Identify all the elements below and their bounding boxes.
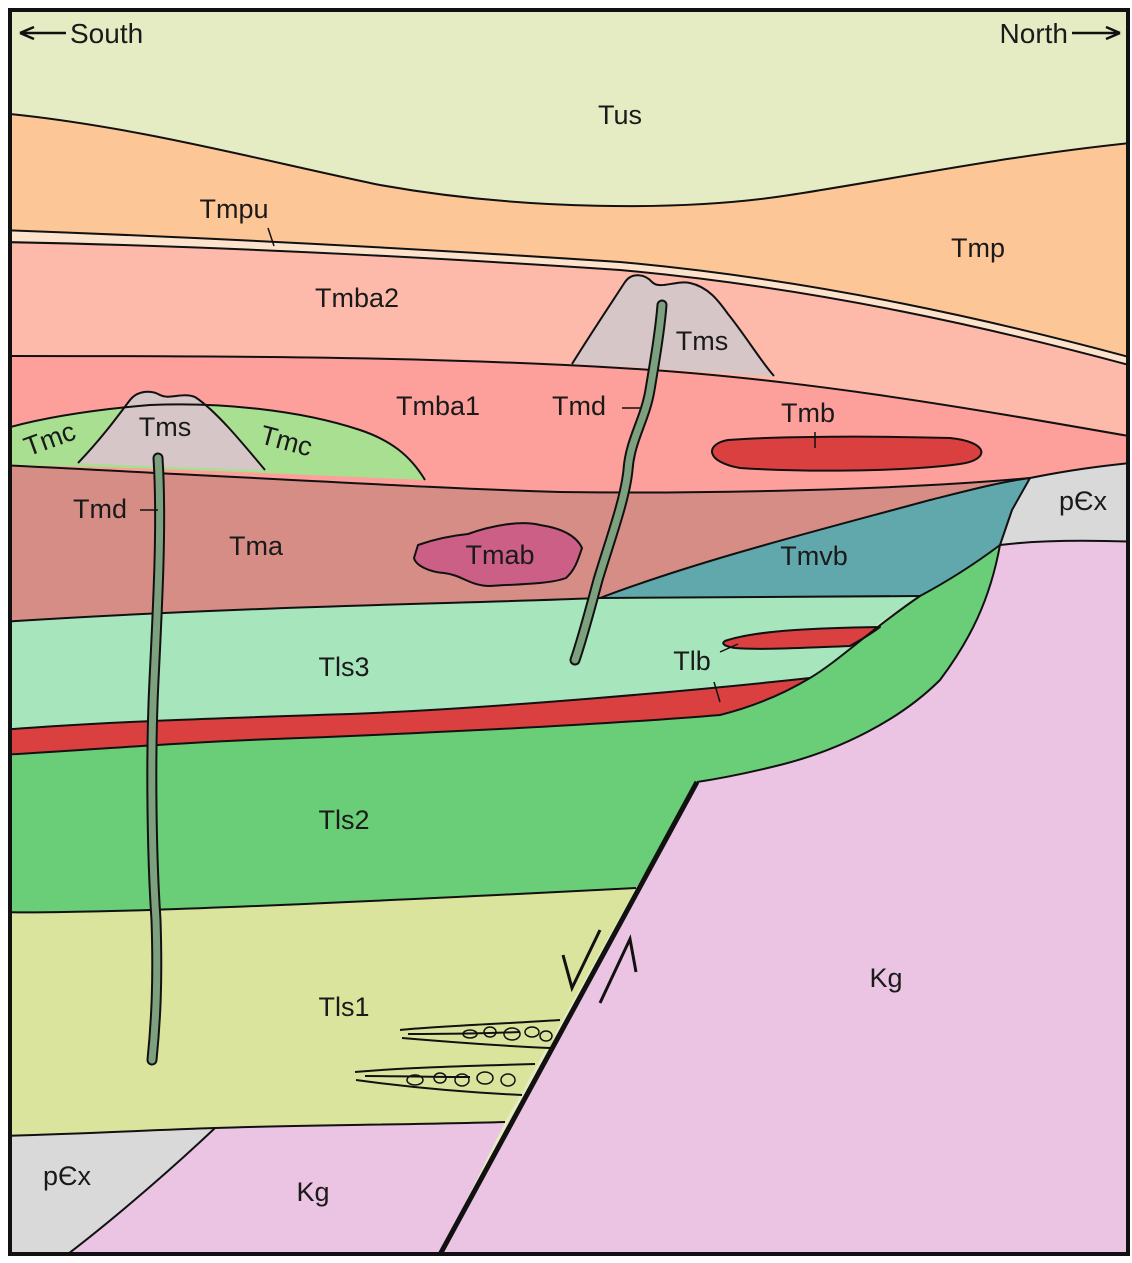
- label-Tmab: Tmab: [465, 540, 534, 570]
- label-Tmvb: Tmvb: [780, 541, 848, 571]
- label-Kg-north: Kg: [869, 963, 902, 993]
- label-Tmd-north: Tmd: [552, 391, 606, 421]
- north-label: North: [1000, 18, 1068, 49]
- label-Tms-north: Tms: [676, 326, 728, 356]
- label-pEx-north: pЄx: [1059, 486, 1107, 516]
- label-pEx-south: pЄx: [43, 1161, 91, 1191]
- label-Tls1: Tls1: [318, 992, 369, 1022]
- label-Tma: Tma: [229, 531, 284, 561]
- label-Tmd-south: Tmd: [73, 494, 127, 524]
- label-Tmp: Tmp: [951, 233, 1005, 263]
- label-Kg-south: Kg: [296, 1177, 329, 1207]
- label-Tmb: Tmb: [781, 398, 835, 428]
- south-label: South: [70, 18, 143, 49]
- label-Tmpu: Tmpu: [199, 194, 268, 224]
- label-Tls3: Tls3: [318, 652, 369, 682]
- label-Tmba1: Tmba1: [396, 391, 480, 421]
- label-Tus: Tus: [598, 100, 642, 130]
- label-Tlb: Tlb: [673, 646, 711, 676]
- label-Tmba2: Tmba2: [315, 283, 399, 313]
- label-Tms-south: Tms: [139, 412, 191, 442]
- label-Tls2: Tls2: [318, 805, 369, 835]
